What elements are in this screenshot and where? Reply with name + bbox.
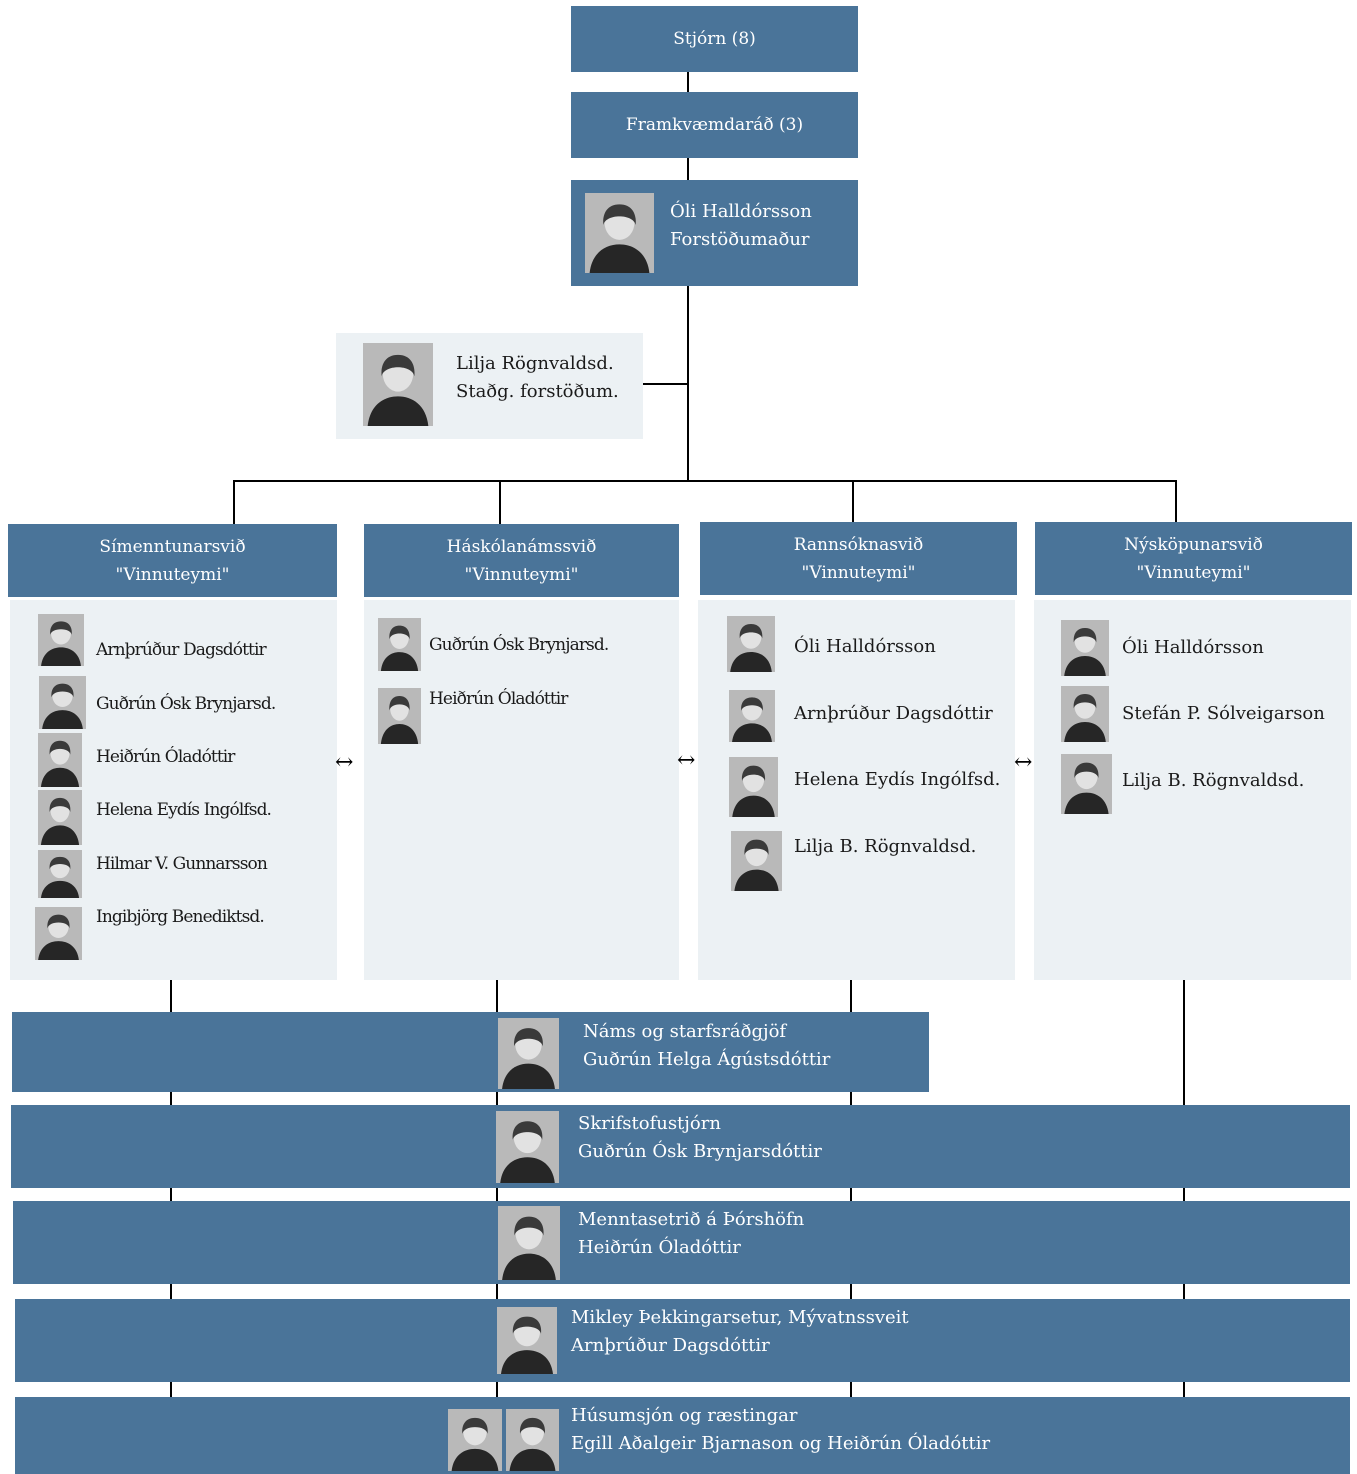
connector-deputy xyxy=(642,383,688,385)
division-subtitle: "Vinnuteymi" xyxy=(464,564,579,585)
connector-bottom-4 xyxy=(1183,980,1185,1400)
service-person: Guðrún Helga Ágústsdóttir xyxy=(583,1049,831,1070)
division-subtitle: "Vinnuteymi" xyxy=(801,562,916,583)
member-name: Lilja B. Rögnvaldsd. xyxy=(1122,770,1305,791)
member-photo xyxy=(729,757,778,817)
member-photo xyxy=(731,831,782,891)
member-name: Hilmar V. Gunnarsson xyxy=(96,854,268,874)
connector-bottom-3 xyxy=(850,980,852,1400)
service-photo xyxy=(497,1307,557,1374)
connector-board-exec xyxy=(687,72,689,93)
division-header-2: Háskólanámssvið "Vinnuteymi" xyxy=(364,524,679,597)
connector-drop-2 xyxy=(499,480,501,524)
division-subtitle: "Vinnuteymi" xyxy=(115,564,230,585)
division-subtitle: "Vinnuteymi" xyxy=(1136,562,1251,583)
member-name: Ingibjörg Benediktsd. xyxy=(96,907,265,927)
service-bar-thorshofn: Menntasetrið á Þórshöfn Heiðrún Óladótti… xyxy=(13,1201,1350,1284)
member-photo xyxy=(38,850,82,898)
director-name: Óli Halldórsson xyxy=(670,201,812,222)
service-person: Guðrún Ósk Brynjarsdóttir xyxy=(578,1141,822,1162)
member-photo xyxy=(38,790,82,845)
bidirectional-arrow-icon: ↔ xyxy=(677,748,696,773)
exec-council-label: Framkvæmdaráð (3) xyxy=(625,115,804,135)
exec-council-box: Framkvæmdaráð (3) xyxy=(571,92,858,158)
member-name: Helena Eydís Ingólfsd. xyxy=(96,800,272,820)
member-photo xyxy=(1061,620,1109,676)
connector-bottom-1 xyxy=(170,980,172,1400)
service-bar-office: Skrifstofustjórn Guðrún Ósk Brynjarsdótt… xyxy=(11,1105,1350,1188)
connector-bottom-2 xyxy=(496,980,498,1400)
member-name: Guðrún Ósk Brynjarsd. xyxy=(429,635,609,655)
director-box: Óli Halldórsson Forstöðumaður xyxy=(571,180,858,286)
member-name: Lilja B. Rögnvaldsd. xyxy=(794,836,977,857)
board-label: Stjórn (8) xyxy=(673,29,756,49)
connector-drop-4 xyxy=(1175,480,1177,522)
division-title: Nýsköpunarsvið xyxy=(1124,534,1263,555)
director-photo xyxy=(585,193,654,273)
deputy-name: Lilja Rögnvaldsd. xyxy=(456,353,614,374)
division-panel-1: Arnþrúður Dagsdóttir Guðrún Ósk Brynjars… xyxy=(10,600,337,980)
member-photo xyxy=(378,618,421,671)
member-photo xyxy=(38,733,82,787)
deputy-photo xyxy=(363,343,433,426)
deputy-title: Staðg. forstöðum. xyxy=(456,381,619,402)
member-name: Óli Halldórsson xyxy=(794,636,936,657)
member-photo xyxy=(1061,686,1109,742)
division-panel-3: Óli Halldórsson Arnþrúður Dagsdóttir Hel… xyxy=(698,600,1015,980)
member-photo xyxy=(729,690,775,742)
member-name: Heiðrún Óladóttir xyxy=(429,689,568,709)
service-photo xyxy=(498,1018,559,1089)
member-photo xyxy=(38,614,84,666)
service-photo xyxy=(498,1206,560,1280)
service-title: Mikley Þekkingarsetur, Mývatnssveit xyxy=(571,1307,909,1328)
service-person: Heiðrún Óladóttir xyxy=(578,1237,741,1258)
member-photo xyxy=(39,676,86,729)
board-box: Stjórn (8) xyxy=(571,6,858,72)
member-name: Guðrún Ósk Brynjarsd. xyxy=(96,694,276,714)
division-panel-2: Guðrún Ósk Brynjarsd. Heiðrún Óladóttir xyxy=(364,600,679,980)
member-photo xyxy=(1061,754,1112,814)
service-person: Arnþrúður Dagsdóttir xyxy=(571,1335,770,1356)
division-header-1: Símenntunarsvið "Vinnuteymi" xyxy=(8,524,337,597)
connector-exec-director xyxy=(687,158,689,181)
division-header-3: Rannsóknasvið "Vinnuteymi" xyxy=(700,522,1017,595)
service-bar-counselling: Náms og starfsráðgjöf Guðrún Helga Ágúst… xyxy=(12,1012,929,1092)
bidirectional-arrow-icon: ↔ xyxy=(335,750,354,775)
director-title: Forstöðumaður xyxy=(670,229,810,250)
service-bar-mikley: Mikley Þekkingarsetur, Mývatnssveit Arnþ… xyxy=(15,1299,1350,1382)
service-photo xyxy=(506,1409,559,1471)
division-title: Rannsóknasvið xyxy=(793,534,924,555)
member-name: Stefán P. Sólveigarson xyxy=(1122,703,1325,724)
deputy-box: Lilja Rögnvaldsd. Staðg. forstöðum. xyxy=(336,333,643,439)
division-panel-4: Óli Halldórsson Stefán P. Sólveigarson L… xyxy=(1034,600,1351,980)
service-title: Náms og starfsráðgjöf xyxy=(583,1021,787,1042)
member-photo xyxy=(378,688,421,744)
member-name: Arnþrúður Dagsdóttir xyxy=(96,640,267,660)
connector-horizontal-bus xyxy=(233,480,1176,482)
bidirectional-arrow-icon: ↔ xyxy=(1014,750,1033,775)
service-photo xyxy=(448,1409,502,1471)
member-photo xyxy=(727,616,775,672)
member-name: Heiðrún Óladóttir xyxy=(96,747,235,767)
connector-drop-3 xyxy=(852,480,854,522)
division-header-4: Nýsköpunarsvið "Vinnuteymi" xyxy=(1035,522,1352,595)
service-photo xyxy=(496,1111,559,1183)
member-photo xyxy=(35,907,82,960)
member-name: Helena Eydís Ingólfsd. xyxy=(794,769,1001,790)
service-person: Egill Aðalgeir Bjarnason og Heiðrún Ólad… xyxy=(571,1433,991,1454)
connector-director-trunk xyxy=(687,286,689,482)
service-bar-maintenance: Húsumsjón og ræstingar Egill Aðalgeir Bj… xyxy=(15,1397,1350,1474)
division-title: Símenntunarsvið xyxy=(99,536,246,557)
connector-drop-1 xyxy=(233,480,235,524)
division-title: Háskólanámssvið xyxy=(446,536,597,557)
member-name: Óli Halldórsson xyxy=(1122,637,1264,658)
service-title: Húsumsjón og ræstingar xyxy=(571,1405,798,1426)
service-title: Skrifstofustjórn xyxy=(578,1113,721,1134)
member-name: Arnþrúður Dagsdóttir xyxy=(794,703,993,724)
service-title: Menntasetrið á Þórshöfn xyxy=(578,1209,805,1230)
